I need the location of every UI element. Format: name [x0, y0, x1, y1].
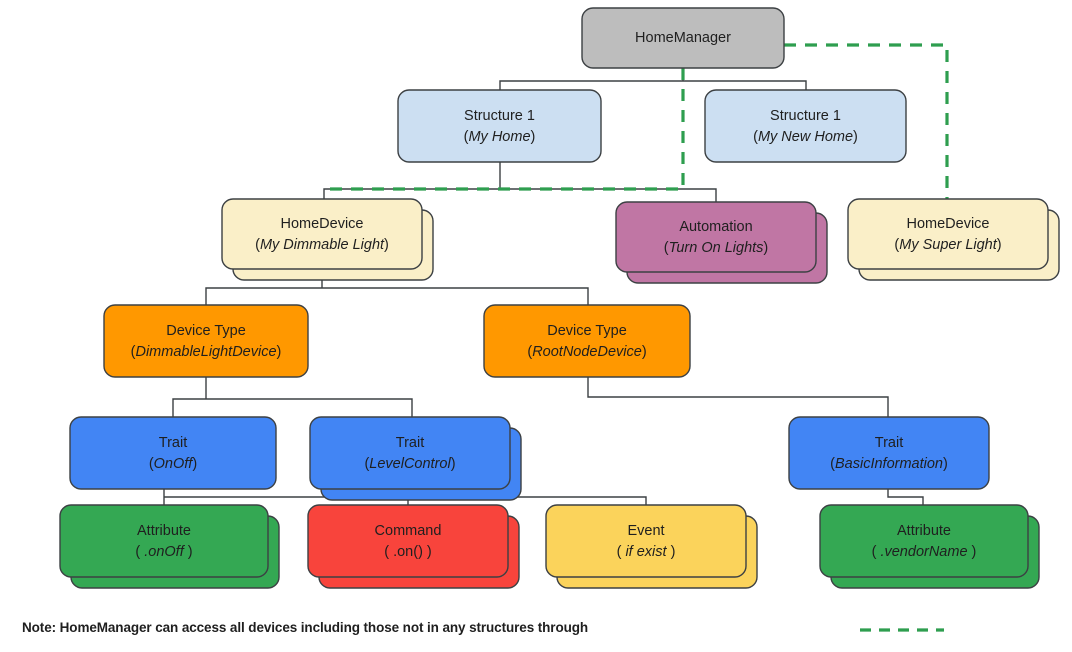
attribute-vendorname-node[interactable]: Attribute ( .vendorName ) — [819, 504, 1040, 589]
attribute-onoff-node-subtitle: ( .onOff ) — [135, 544, 192, 560]
trait-basicinformation-node-subtitle: (BasicInformation) — [830, 456, 948, 472]
event-if-exist-node-box[interactable] — [545, 504, 747, 578]
connector-devicetype-rootnode-to-trait — [587, 376, 889, 418]
attribute-onoff-node[interactable]: Attribute ( .onOff ) — [59, 504, 280, 589]
trait-levelcontrol-node-title: Trait — [396, 435, 424, 451]
home-device-my-dimmable-light-node[interactable]: HomeDevice (My Dimmable Light) — [221, 198, 434, 281]
dashed-homemanager-to-dimmable-device — [324, 68, 685, 191]
structure-my-new-home-node-box[interactable] — [704, 89, 907, 163]
automation-turn-on-lights-node-title: Automation — [679, 219, 752, 235]
trait-basicinformation-node-title: Trait — [875, 435, 903, 451]
trait-basicinformation-node[interactable]: Trait (BasicInformation) — [788, 416, 990, 490]
attribute-onoff-node-title: Attribute — [137, 523, 191, 539]
attribute-vendorname-node-box[interactable] — [819, 504, 1029, 578]
trait-onoff-node[interactable]: Trait (OnOff) — [69, 416, 277, 490]
command-on-node-box[interactable] — [307, 504, 509, 578]
structure-my-new-home-node[interactable]: Structure 1 (My New Home) — [704, 89, 907, 163]
attribute-vendorname-node-title: Attribute — [897, 523, 951, 539]
structure-my-home-node-box[interactable] — [397, 89, 602, 163]
home-device-my-dimmable-light-node-box[interactable] — [221, 198, 423, 270]
connectors-layer — [163, 67, 924, 506]
home-device-my-dimmable-light-node-title: HomeDevice — [281, 216, 364, 232]
trait-basicinformation-node-box[interactable] — [788, 416, 990, 490]
device-type-rootnodedevice-node[interactable]: Device Type (RootNodeDevice) — [483, 304, 691, 378]
home-manager-node-title: HomeManager — [635, 30, 731, 46]
attribute-onoff-node-box[interactable] — [59, 504, 269, 578]
event-if-exist-node-subtitle: ( if exist ) — [617, 544, 676, 560]
connector-basicinfo-to-attribute — [887, 488, 924, 506]
trait-levelcontrol-node-box[interactable] — [309, 416, 511, 490]
device-type-rootnodedevice-node-subtitle: (RootNodeDevice) — [527, 344, 646, 360]
connector-homemanager-to-structures — [499, 67, 807, 91]
trait-levelcontrol-node[interactable]: Trait (LevelControl) — [309, 416, 522, 501]
home-device-my-super-light-node[interactable]: HomeDevice (My Super Light) — [847, 198, 1060, 281]
home-manager-node[interactable]: HomeManager — [581, 7, 785, 69]
automation-turn-on-lights-node-subtitle: (Turn On Lights) — [664, 240, 769, 256]
device-type-dimmablelightdevice-node[interactable]: Device Type (DimmableLightDevice) — [103, 304, 309, 378]
trait-onoff-node-subtitle: (OnOff) — [149, 456, 197, 472]
home-device-my-dimmable-light-node-subtitle: (My Dimmable Light) — [255, 237, 389, 253]
device-type-dimmablelightdevice-node-subtitle: (DimmableLightDevice) — [131, 344, 282, 360]
structure-my-home-node-title: Structure 1 — [464, 108, 535, 124]
home-device-my-super-light-node-box[interactable] — [847, 198, 1049, 270]
connector-devicetype-dimmable-to-traits — [172, 376, 413, 418]
structure-my-home-node-subtitle: (My Home) — [464, 129, 536, 145]
device-type-rootnodedevice-node-box[interactable] — [483, 304, 691, 378]
structure-my-home-node[interactable]: Structure 1 (My Home) — [397, 89, 602, 163]
device-type-dimmablelightdevice-node-title: Device Type — [166, 323, 246, 339]
event-if-exist-node[interactable]: Event ( if exist ) — [545, 504, 758, 589]
device-type-rootnodedevice-node-title: Device Type — [547, 323, 627, 339]
command-on-node[interactable]: Command ( .on() ) — [307, 504, 520, 589]
home-device-my-super-light-node-title: HomeDevice — [907, 216, 990, 232]
trait-onoff-node-title: Trait — [159, 435, 187, 451]
home-manager-node-box[interactable] — [581, 7, 785, 69]
device-type-dimmablelightdevice-node-box[interactable] — [103, 304, 309, 378]
automation-turn-on-lights-node-box[interactable] — [615, 201, 817, 273]
trait-onoff-node-box[interactable] — [69, 416, 277, 490]
event-if-exist-node-title: Event — [627, 523, 664, 539]
structure-my-new-home-node-subtitle: (My New Home) — [753, 129, 858, 145]
command-on-node-title: Command — [375, 523, 442, 539]
structure-my-new-home-node-title: Structure 1 — [770, 108, 841, 124]
note-text: Note: HomeManager can access all devices… — [22, 620, 589, 635]
home-device-my-super-light-node-subtitle: (My Super Light) — [894, 237, 1001, 253]
attribute-vendorname-node-subtitle: ( .vendorName ) — [872, 544, 977, 560]
connector-myhome-to-children — [323, 161, 717, 203]
command-on-node-subtitle: ( .on() ) — [384, 544, 432, 560]
trait-levelcontrol-node-subtitle: (LevelControl) — [364, 456, 455, 472]
dashed-access-lines-layer — [324, 43, 949, 199]
automation-turn-on-lights-node[interactable]: Automation (Turn On Lights) — [615, 201, 828, 284]
